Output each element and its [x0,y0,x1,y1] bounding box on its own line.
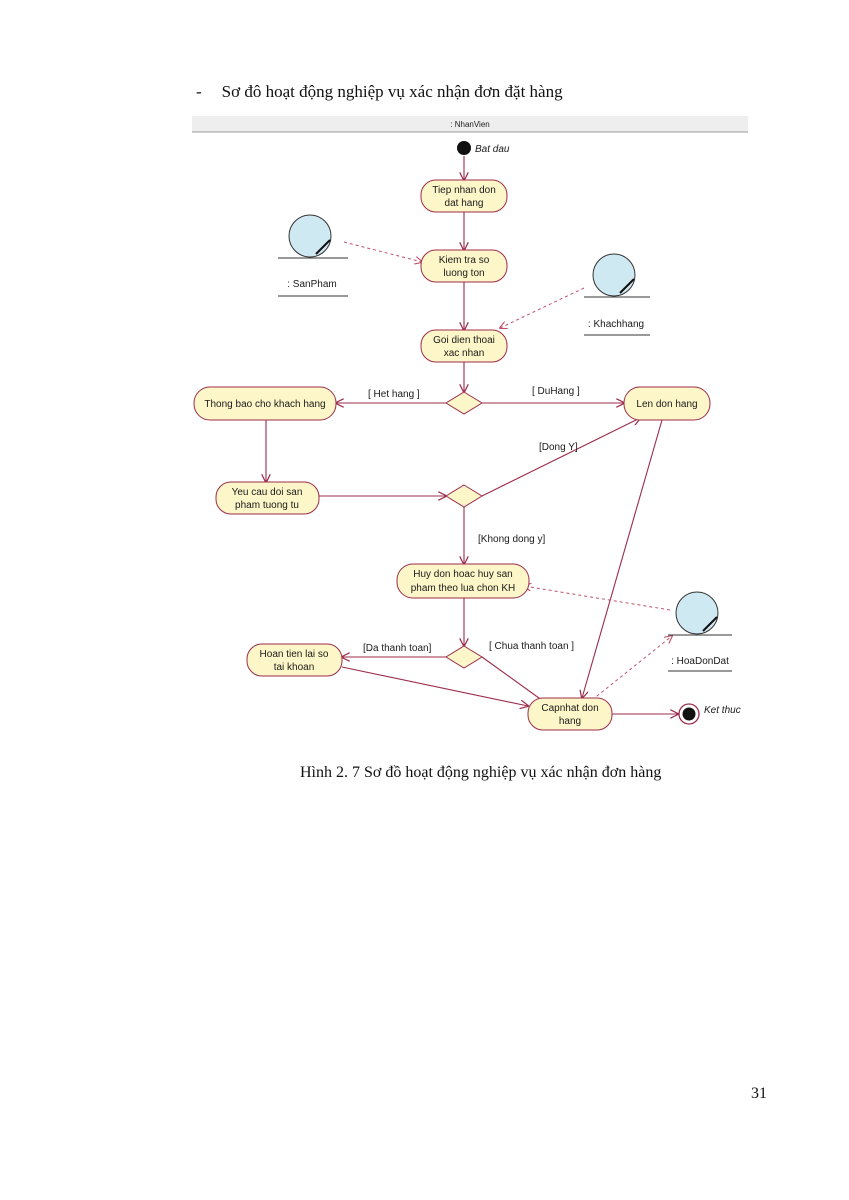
guard-du-hang: [ DuHang ] [532,386,580,397]
guard-da-thanh-toan: [Da thanh toan] [363,643,432,654]
activity-suggest-product [215,481,320,515]
end-label: Ket thuc [704,705,741,716]
bullet-marker: - [196,82,202,101]
activity-cancel-line2: pham theo lua chon KH [411,583,516,594]
object-khachhang: : Khachhang [584,253,650,336]
dependency-hoadondat-cancel [524,586,671,611]
activity-call-line1: Goi dien thoai [433,335,495,346]
decision-customer-agree [445,484,483,508]
object-sanpham: : SanPham [278,214,348,297]
swimlane-label: : NhanVien [450,120,489,129]
activity-update-order [527,697,613,731]
activity-order-line1: Len don hang [636,399,697,410]
flow-decision2-to-order [481,418,640,497]
activity-cancel-order [396,563,530,599]
guard-chua-thanh-toan: [ Chua thanh toan ] [489,641,574,652]
activity-notify-line1: Thong bao cho khach hang [204,399,325,410]
start-label: Bat dau [475,144,510,155]
swimlane-header: : NhanVien [192,116,748,133]
bullet-text: Sơ đô hoạt động nghiệp vụ xác nhận đơn đ… [221,82,563,101]
activity-check-line1: Kiem tra so [439,255,490,266]
flow-decision3-to-update [481,656,550,706]
flow-refund-to-update [341,666,528,706]
decision-stock [445,391,483,415]
activity-call-confirm [420,329,508,363]
activity-receive-line2: dat hang [445,198,484,209]
activity-diagram-svg: : NhanVien Bat dau Ket thuc [192,116,748,731]
object-hoadondat-label: : HoaDonDat [671,656,729,667]
decision-payment [445,645,483,669]
activity-receive-line1: Tiep nhan don [432,185,496,196]
end-node: Ket thuc [678,703,741,725]
dependency-update-hoadondat [591,636,672,701]
activity-update-line1: Capnhat don [541,703,598,714]
activity-diagram: : NhanVien Bat dau Ket thuc [192,116,748,738]
activity-suggest-line2: pham tuong tu [235,500,299,511]
activity-create-order [623,386,711,421]
activity-cancel-line1: Huy don hoac huy san [413,569,513,580]
activity-suggest-line1: Yeu cau doi san [232,487,303,498]
object-sanpham-label: : SanPham [287,279,336,290]
activity-check-stock [420,249,508,283]
start-node: Bat dau [457,141,510,155]
dependency-sanpham [343,241,422,262]
activity-refund [246,643,343,677]
page-number: 31 [751,1085,767,1102]
dependency-khachhang [500,287,585,328]
flow-order-to-update [582,419,663,698]
activity-refund-line2: tai khoan [274,662,315,673]
guard-khong-dong-y: [Khong dong y] [478,534,545,545]
activity-refund-line1: Hoan tien lai so [260,649,329,660]
bullet-line: - Sơ đô hoạt động nghiệp vụ xác nhận đơn… [196,82,563,102]
object-hoadondat: : HoaDonDat [668,591,732,672]
activity-call-line2: xac nhan [444,348,485,359]
guard-het-hang: [ Het hang ] [368,389,420,400]
activity-check-line2: luong ton [443,268,484,279]
figure-caption: Hình 2. 7 Sơ đồ hoạt động nghiệp vụ xác … [300,764,662,781]
activity-update-line2: hang [559,716,581,727]
activity-receive-order [420,179,508,213]
activity-notify-customer [193,386,337,421]
guard-dong-y: [Dong Y] [539,442,578,453]
object-khachhang-label: : Khachhang [588,319,644,330]
